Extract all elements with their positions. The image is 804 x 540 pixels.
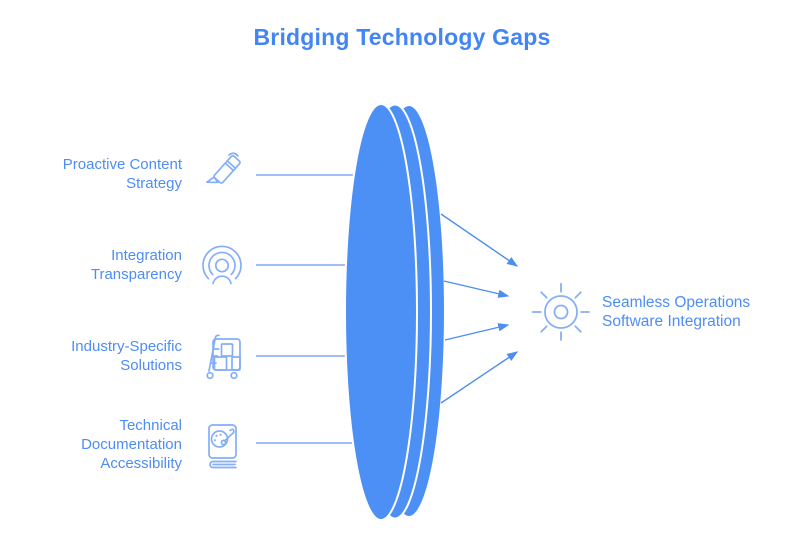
item-label: Technical Documentation Accessibility xyxy=(81,416,182,472)
marker-pen-icon xyxy=(196,145,248,203)
lens-shape xyxy=(344,103,446,521)
art-book-icon xyxy=(196,415,248,473)
item-label: Proactive Content Strategy xyxy=(62,156,182,192)
lens-layer-front xyxy=(344,103,418,521)
arrow-3 xyxy=(444,323,510,341)
item-label: Industry-Specific Solutions xyxy=(71,338,182,374)
item-label: Integration Transparency xyxy=(90,247,182,283)
input-item-proactive-content-strategy: Proactive Content Strategy xyxy=(30,139,248,209)
input-item-industry-specific-solutions: Industry-Specific Solutions xyxy=(30,321,248,391)
sun-icon xyxy=(531,282,590,341)
arrow-2 xyxy=(443,280,510,298)
arrow-1 xyxy=(440,213,519,267)
diagram-title: Bridging Technology Gaps xyxy=(253,24,551,50)
output-item-seamless-operations: Seamless Operations Software Integration xyxy=(531,281,772,343)
output-label: Seamless Operations Software Integration xyxy=(602,294,751,330)
broadcast-person-icon xyxy=(196,236,248,294)
hand-truck-boxes-icon xyxy=(196,327,248,385)
input-item-technical-documentation-accessibility: Technical Documentation Accessibility xyxy=(30,409,248,479)
output-arrows xyxy=(440,213,519,404)
input-item-integration-transparency: Integration Transparency xyxy=(30,230,248,300)
arrow-4 xyxy=(440,351,519,404)
